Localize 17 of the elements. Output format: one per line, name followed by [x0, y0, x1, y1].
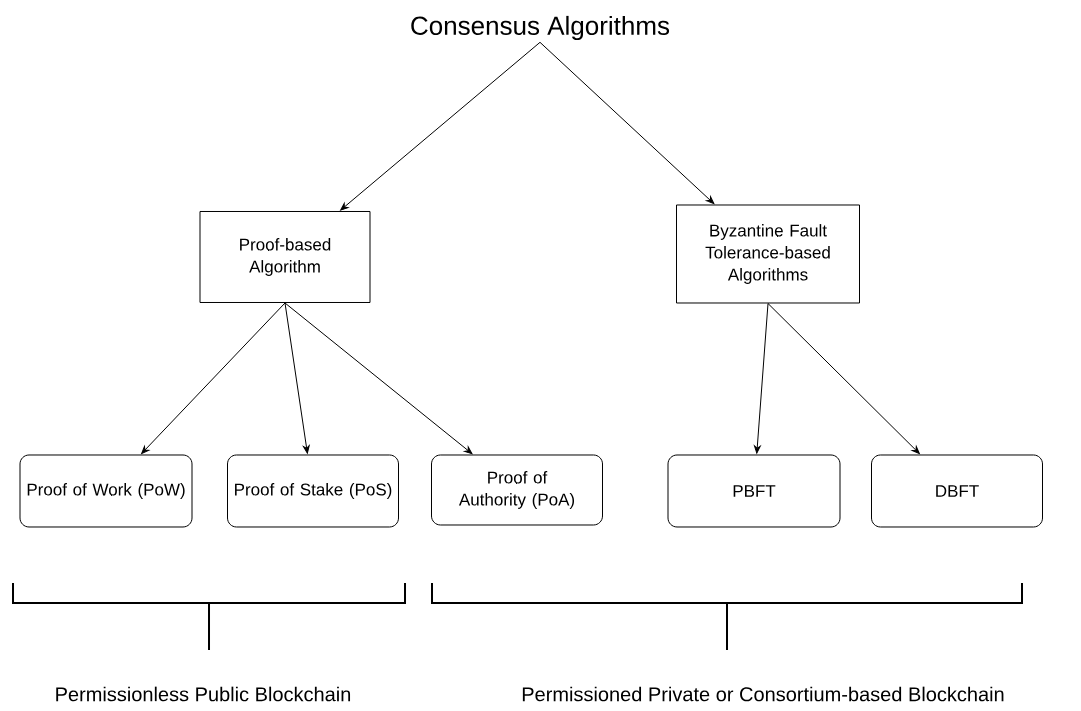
category-box: Byzantine Fault Tolerance-based Algorithms: [676, 204, 860, 304]
arrow: [284, 302, 473, 455]
arrow: [141, 302, 286, 454]
algorithm-box: Proof of Authority (PoA): [431, 454, 603, 526]
heading-text: Consensus Algorithms: [411, 15, 670, 41]
group-label: Permissionless Public Blockchain: [56, 686, 351, 702]
arrow: [767, 303, 920, 455]
algorithm-box: PBFT: [667, 454, 841, 528]
category-box: Proof-based Algorithm: [199, 211, 371, 303]
algorithm-box: Proof of Work (PoW): [19, 454, 193, 528]
arrow: [340, 41, 541, 211]
arrow: [284, 302, 310, 454]
algorithm-box: DBFT: [871, 454, 1043, 528]
arrow: [539, 41, 715, 205]
group-label: Permissioned Private or Consortium-based Blockchain: [522, 686, 1004, 702]
algorithm-box: Proof of Stake (PoS): [227, 454, 399, 528]
arrow: [754, 303, 769, 454]
